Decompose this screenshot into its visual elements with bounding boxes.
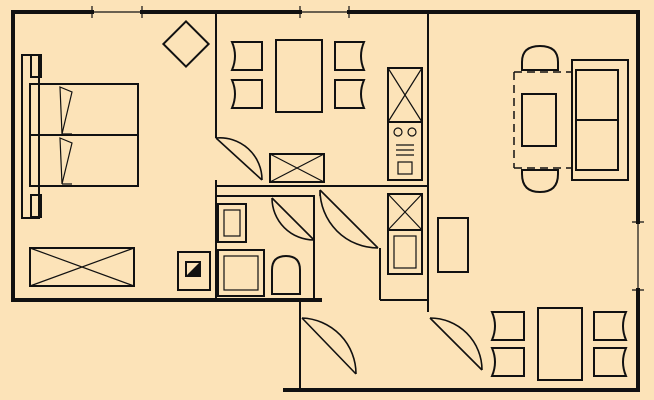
shower <box>217 249 265 297</box>
exterior-walls <box>11 6 644 392</box>
bedroom <box>21 19 211 291</box>
dresser <box>29 247 135 287</box>
small-cabinet <box>177 251 211 291</box>
coffee-table <box>521 93 557 147</box>
nightstand-bottom <box>30 194 42 218</box>
living-room <box>513 44 629 194</box>
dining-set-dashed <box>513 44 572 194</box>
washbasin <box>217 203 247 243</box>
nightstand-top <box>30 54 42 78</box>
chairs-left <box>230 41 263 109</box>
oven <box>387 229 423 275</box>
interior-walls <box>215 12 429 390</box>
cabinet-cross <box>387 193 423 231</box>
double-bed <box>21 54 139 219</box>
toilet <box>271 254 301 295</box>
sideboard <box>269 153 325 183</box>
armchair <box>161 19 211 69</box>
stove <box>387 121 423 181</box>
fridge <box>387 67 423 123</box>
dining-table-large <box>537 307 583 381</box>
chairs-right <box>334 41 366 109</box>
dining-area <box>490 307 628 381</box>
chairs-right-large <box>593 311 628 377</box>
bathroom <box>217 203 301 297</box>
chairs-left-large <box>490 311 525 377</box>
counter <box>437 217 469 273</box>
doors <box>215 137 483 375</box>
dining-nook <box>230 39 366 183</box>
sofa <box>571 59 629 181</box>
kitchenette <box>387 67 469 275</box>
dining-table-small <box>275 39 323 113</box>
